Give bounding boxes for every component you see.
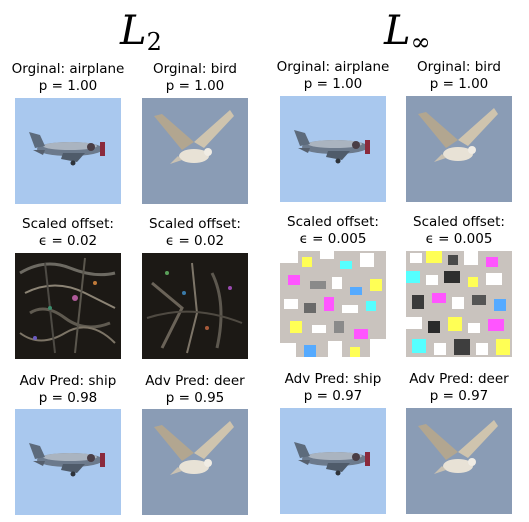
l2-airplane-adversarial-image <box>15 409 121 515</box>
heading-l2: L2 <box>120 8 162 65</box>
noise-image <box>142 253 248 359</box>
l2-bird-adversarial-image <box>142 409 248 515</box>
linf-bird-adversarial-prob: p = 0.97 <box>429 388 489 404</box>
airplane-image <box>15 409 121 515</box>
l2-bird-offset-eps: ϵ = 0.02 <box>165 233 225 249</box>
linf-bird-offset-image <box>406 251 512 357</box>
linf-airplane-adversarial-title: Adv Pred: ship <box>284 371 382 387</box>
linf-airplane-adversarial-prob: p = 0.97 <box>303 388 363 404</box>
linf-bird-adversarial-caption: Adv Pred: deer p = 0.97 <box>392 371 526 405</box>
l2-bird-adversarial-title: Adv Pred: deer <box>145 373 245 389</box>
l2-bird-original-title: Orginal: bird <box>153 61 237 77</box>
bird-image <box>142 409 248 515</box>
bird-image <box>406 96 512 202</box>
l2-airplane-offset-title: Scaled offset: <box>22 216 114 232</box>
linf-airplane-adversarial-image <box>280 408 386 514</box>
l2-bird-original-prob: p = 1.00 <box>165 78 225 94</box>
linf-bird-adversarial-title: Adv Pred: deer <box>409 371 509 387</box>
linf-airplane-original-title: Orginal: airplane <box>276 59 390 75</box>
linf-airplane-adversarial-caption: Adv Pred: ship p = 0.97 <box>266 371 400 405</box>
l2-bird-original-caption: Orginal: bird p = 1.00 <box>128 61 262 95</box>
linf-bird-offset-eps: ϵ = 0.005 <box>425 231 493 247</box>
airplane-image <box>15 98 121 204</box>
l2-airplane-offset-eps: ϵ = 0.02 <box>38 233 98 249</box>
l2-bird-adversarial-prob: p = 0.95 <box>165 390 225 406</box>
l2-airplane-original-caption: Orginal: airplane p = 1.00 <box>1 61 135 95</box>
noise-image <box>406 251 512 357</box>
linf-airplane-original-image <box>280 96 386 202</box>
linf-bird-offset-title: Scaled offset: <box>413 214 505 230</box>
linf-bird-original-prob: p = 1.00 <box>429 76 489 92</box>
linf-bird-offset-caption: Scaled offset: ϵ = 0.005 <box>392 214 526 248</box>
linf-airplane-offset-caption: Scaled offset: ϵ = 0.005 <box>266 214 400 248</box>
l2-airplane-offset-caption: Scaled offset: ϵ = 0.02 <box>1 216 135 250</box>
l2-bird-original-image <box>142 98 248 204</box>
l2-airplane-original-image <box>15 98 121 204</box>
noise-image <box>280 251 386 357</box>
l2-bird-adversarial-caption: Adv Pred: deer p = 0.95 <box>128 373 262 407</box>
bird-image <box>142 98 248 204</box>
linf-airplane-offset-eps: ϵ = 0.005 <box>299 231 367 247</box>
l2-airplane-original-prob: p = 1.00 <box>38 78 98 94</box>
l2-airplane-original-title: Orginal: airplane <box>11 61 125 77</box>
l2-bird-offset-caption: Scaled offset: ϵ = 0.02 <box>128 216 262 250</box>
noise-image <box>15 253 121 359</box>
airplane-image <box>280 408 386 514</box>
linf-bird-original-caption: Orginal: bird p = 1.00 <box>392 59 526 93</box>
heading-linf-sub: ∞ <box>410 28 431 56</box>
heading-l2-sub: 2 <box>146 28 162 56</box>
linf-bird-original-image <box>406 96 512 202</box>
heading-linf: L∞ <box>384 8 431 65</box>
heading-l2-base: L <box>120 8 147 54</box>
linf-airplane-offset-title: Scaled offset: <box>287 214 379 230</box>
linf-bird-adversarial-image <box>406 408 512 514</box>
l2-airplane-adversarial-title: Adv Pred: ship <box>19 373 117 389</box>
l2-bird-offset-image <box>142 253 248 359</box>
linf-airplane-original-caption: Orginal: airplane p = 1.00 <box>266 59 400 93</box>
linf-airplane-original-prob: p = 1.00 <box>303 76 363 92</box>
bird-image <box>406 408 512 514</box>
heading-linf-base: L <box>384 8 411 54</box>
linf-airplane-offset-image <box>280 251 386 357</box>
l2-airplane-offset-image <box>15 253 121 359</box>
l2-airplane-adversarial-caption: Adv Pred: ship p = 0.98 <box>1 373 135 407</box>
l2-bird-offset-title: Scaled offset: <box>149 216 241 232</box>
airplane-image <box>280 96 386 202</box>
linf-bird-original-title: Orginal: bird <box>417 59 501 75</box>
l2-airplane-adversarial-prob: p = 0.98 <box>38 390 98 406</box>
